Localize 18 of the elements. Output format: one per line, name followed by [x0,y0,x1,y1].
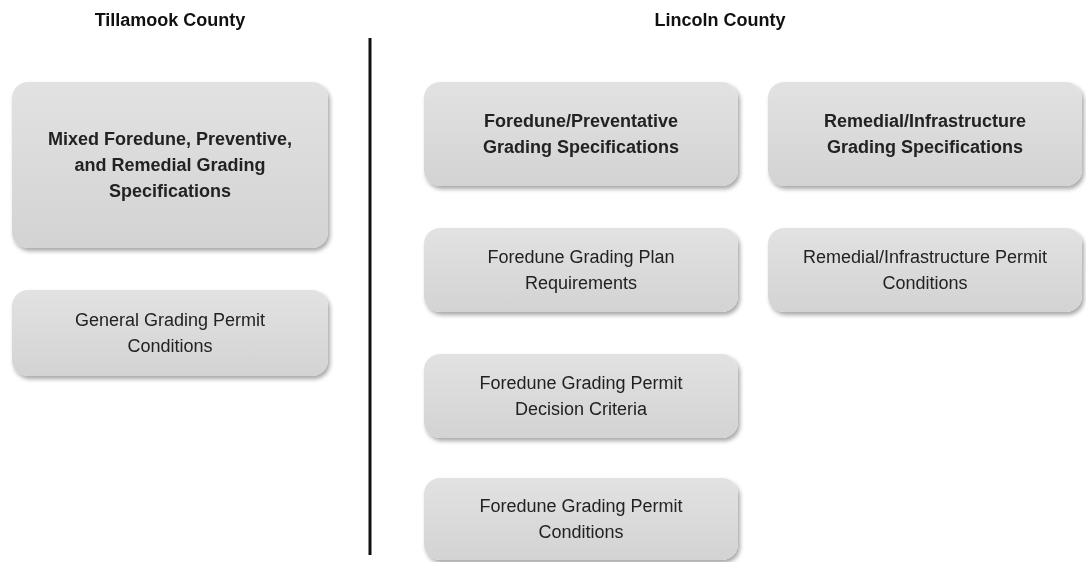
category-box [424,82,738,186]
box-text: Mixed Foredune, Preventive, and Remedial Grading Specifications [46,127,294,204]
column-heading: Tillamook County [94,10,246,31]
category-box [424,478,738,560]
box-text: Remedial/Infrastructure Permit Conditions [801,245,1049,295]
box-text: Foredune Grading Permit Conditions [478,494,684,544]
category-box [12,82,328,248]
category-box [424,228,738,312]
category-box [12,290,328,376]
box-text: Foredune Grading Permit Decision Criteria [478,371,684,421]
column-heading: Lincoln County [654,10,786,31]
category-box [424,354,738,438]
box-text: Remedial/Infrastructure Grading Specifications [822,109,1028,159]
category-box [768,82,1082,186]
box-text: Foredune Grading Plan Requirements [486,245,676,295]
category-box [768,228,1082,312]
box-text: General Grading Permit Conditions [73,308,267,358]
box-text: Foredune/Preventative Grading Specifications [481,109,680,159]
